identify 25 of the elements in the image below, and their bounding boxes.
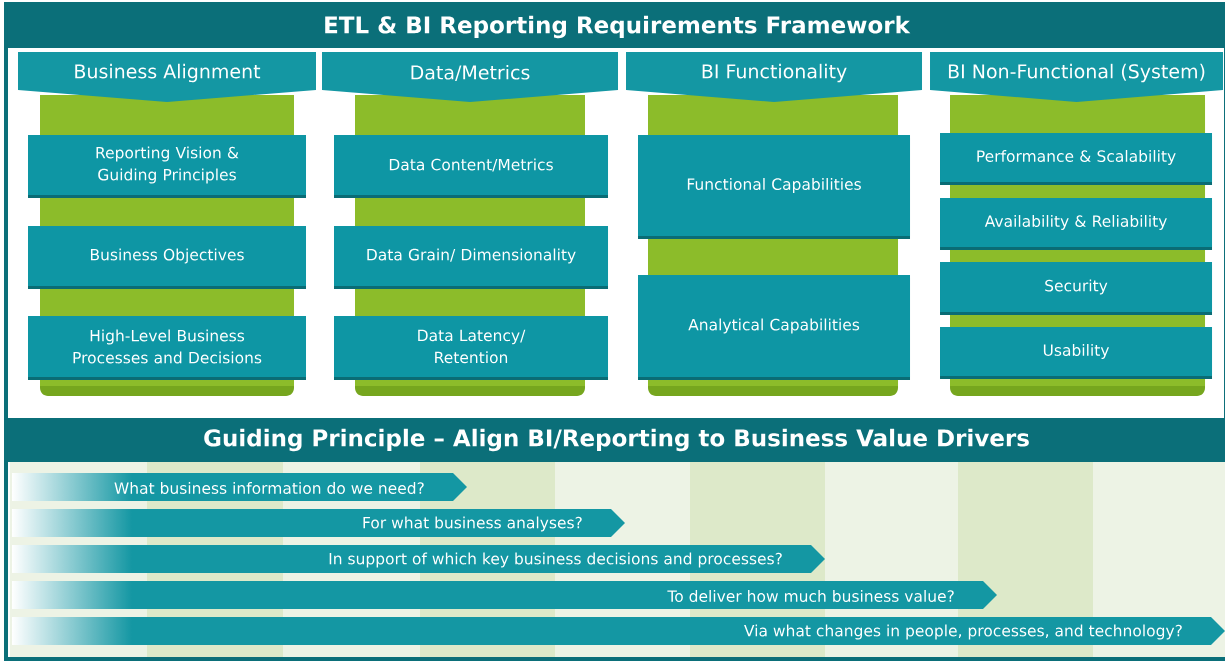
title-band: Guiding Principle – Align BI/Reporting to Business Value Drivers	[8, 418, 1225, 462]
requirement-box: Functional Capabilities	[638, 135, 910, 239]
node-label: ETL & BI Reporting Requirements Framework	[325, 15, 911, 39]
requirement-box: Analytical Capabilities	[638, 275, 910, 380]
column-header: BI Functionality	[626, 52, 922, 102]
requirement-box: Availability & Reliability	[940, 198, 1212, 250]
question-banner: For what business analyses?	[12, 509, 625, 537]
requirement-box: Reporting Vision & Guiding Principles	[28, 135, 306, 198]
requirement-box: Data Grain/ Dimensionality	[334, 226, 608, 289]
column-header: Business Alignment	[18, 52, 316, 102]
requirement-box: Data Latency/ Retention	[334, 316, 608, 380]
requirement-box: Data Content/Metrics	[334, 135, 608, 198]
requirement-box: High-Level Business Processes and Decisions	[28, 316, 306, 380]
requirement-box: Security	[940, 262, 1212, 315]
question-banner: To deliver how much business value?	[12, 581, 997, 609]
requirement-box: Usability	[940, 327, 1212, 379]
question-banner: In support of which key business decisions and processes?	[12, 545, 825, 573]
requirement-box: Business Objectives	[28, 226, 306, 289]
requirement-box: Performance & Scalability	[940, 133, 1212, 185]
column-header: Data/Metrics	[322, 52, 618, 102]
node-label: Guiding Principle – Align BI/Reporting to Business Value Drivers	[204, 428, 1029, 452]
question-banner: What business information do we need?	[12, 473, 467, 501]
question-banner: Via what changes in people, processes, and technology?	[12, 617, 1225, 645]
column-header: BI Non-Functional (System)	[930, 52, 1223, 102]
title-band: ETL & BI Reporting Requirements Framework	[8, 6, 1225, 48]
